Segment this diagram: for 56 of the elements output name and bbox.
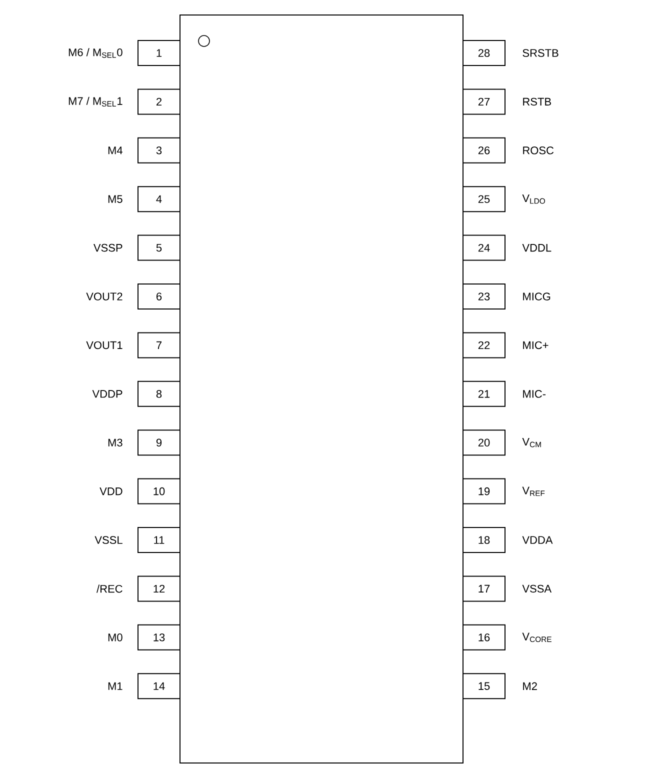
- pin-label: V$_{REF}$: [522, 486, 545, 496]
- pin-box: 7: [138, 332, 180, 358]
- pin-label: M5: [108, 195, 122, 203]
- pin-label: VDDA: [522, 536, 553, 544]
- pin-box: 11: [138, 527, 180, 553]
- pin-box: 28: [462, 40, 506, 66]
- pin-label: ROSC: [523, 146, 554, 154]
- pin-label: VDDP: [92, 390, 122, 398]
- pin-box: 5: [138, 234, 180, 261]
- pin-box: 1: [138, 40, 180, 66]
- pin-label: SRSTB: [522, 49, 558, 57]
- pin-label: M6 / M$_{SEL}$0: [68, 48, 122, 58]
- pin-box: 25: [462, 186, 506, 212]
- pin-label: V$_{CM}$: [522, 438, 541, 448]
- pin-label: MIC-: [523, 390, 546, 398]
- pin-box: 9: [138, 430, 180, 456]
- pin-label: M1: [108, 682, 122, 690]
- pin-label: M2: [523, 682, 537, 690]
- pin-box: 16: [462, 624, 506, 650]
- pin-box: 14: [138, 673, 180, 700]
- pin-box: 23: [462, 284, 506, 310]
- pin-label: M7 / M$_{SEL}$1: [68, 96, 122, 107]
- pin-box: 21: [462, 380, 506, 407]
- pin-box: 27: [462, 88, 506, 115]
- pin-box: 4: [138, 186, 180, 212]
- pin-label: M4: [108, 146, 122, 154]
- pin-label: VDDL: [522, 244, 552, 252]
- pin-label: VSSP: [94, 244, 122, 252]
- pin-box: 15: [462, 673, 506, 700]
- pin-box: 12: [138, 576, 180, 602]
- pin-box: 8: [138, 380, 180, 407]
- pin-box: 2: [138, 88, 180, 115]
- pin-label: M0: [108, 634, 122, 642]
- pin-label: V$_{CORE}$: [522, 632, 552, 642]
- pin-box: 13: [138, 624, 180, 650]
- pin-box: 19: [462, 478, 506, 504]
- pin-box: 18: [462, 527, 506, 553]
- pin-box: 26: [462, 137, 506, 164]
- pin-box: 24: [462, 234, 506, 261]
- pin-box: 22: [462, 332, 506, 358]
- pin-box: 20: [462, 430, 506, 456]
- pin-label: VSSA: [522, 584, 552, 593]
- pin-box: 17: [462, 576, 506, 602]
- pin-label: VOUT2: [86, 292, 122, 300]
- pin-label: /REC: [96, 584, 122, 593]
- pin-label: MICG: [523, 292, 550, 300]
- pin-label: VDD: [100, 488, 122, 496]
- pin-box: 3: [138, 137, 180, 164]
- pin-box: 10: [138, 478, 180, 504]
- pin-label: V$_{LDO}$: [522, 194, 545, 204]
- pin-box: 6: [138, 284, 180, 310]
- pin-label: RSTB: [523, 98, 551, 106]
- pin-label: MIC+: [523, 341, 548, 350]
- pin-label: VSSL: [94, 536, 122, 544]
- pin-label: VOUT1: [86, 341, 122, 350]
- pin-label: M3: [108, 438, 122, 446]
